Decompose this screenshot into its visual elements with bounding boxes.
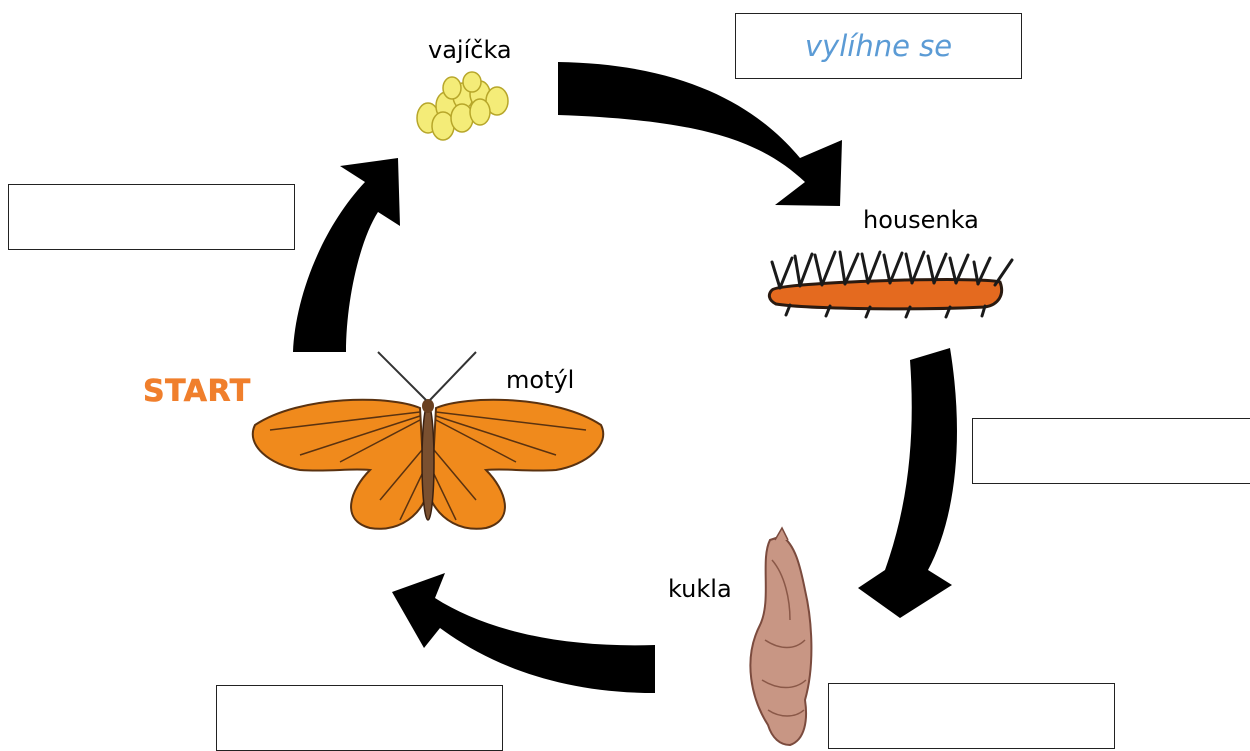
answer-text-hatches: vylíhne se (804, 29, 953, 63)
answer-box-pupa-stage[interactable] (828, 683, 1115, 749)
caterpillar-illustration (767, 250, 1014, 319)
pupa-label: kukla (668, 575, 732, 603)
eggs-illustration (416, 71, 509, 141)
start-label: START (143, 374, 251, 409)
answer-box-eggs-to-caterpillar[interactable]: vylíhne se (735, 13, 1022, 79)
cycle-arrows (293, 62, 957, 693)
caterpillar-label: housenka (863, 206, 979, 234)
arrow-eggs-to-caterpillar (558, 62, 842, 206)
butterfly-illustration (251, 351, 605, 530)
butterfly-label: motýl (506, 366, 575, 394)
answer-box-caterpillar-to-pupa[interactable] (972, 418, 1250, 484)
answer-box-butterfly-to-eggs[interactable] (8, 184, 295, 250)
arrow-pupa-to-butterfly (392, 573, 655, 693)
arrow-caterpillar-to-pupa (858, 348, 957, 618)
answer-box-pupa-to-butterfly[interactable] (216, 685, 503, 751)
arrow-butterfly-to-eggs (293, 158, 400, 352)
eggs-label: vajíčka (428, 36, 512, 64)
pupa-illustration (749, 526, 813, 747)
